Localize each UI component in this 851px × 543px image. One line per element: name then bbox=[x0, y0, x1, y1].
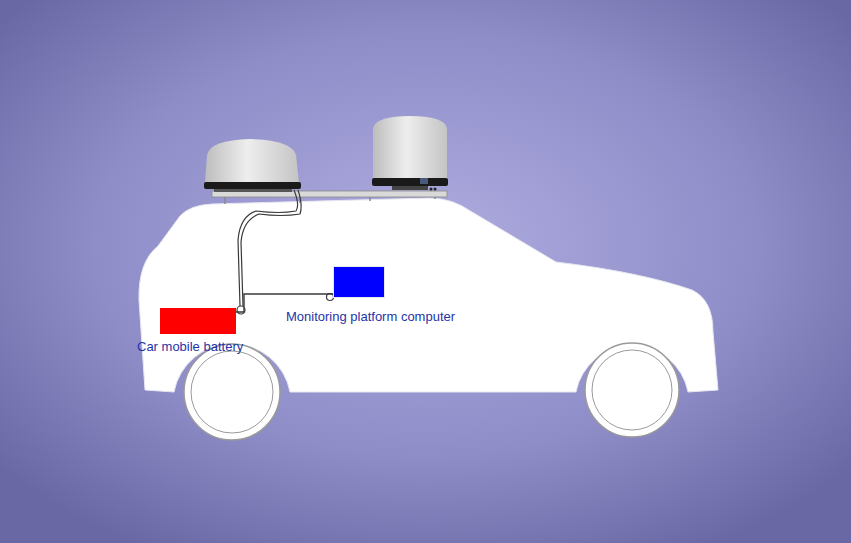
node-label: Car mobile battery bbox=[137, 339, 243, 354]
battery-box: Car mobile battery bbox=[160, 308, 236, 334]
dome-antenna bbox=[372, 116, 448, 191]
antenna-cable bbox=[238, 190, 301, 306]
computer-screen: Monitoring platform computer bbox=[333, 266, 385, 298]
dome-antenna bbox=[204, 139, 301, 192]
node-label: Monitoring platform computer bbox=[286, 309, 455, 324]
roof-rack bbox=[212, 191, 447, 204]
rear-wheel bbox=[184, 344, 280, 440]
front-wheel bbox=[585, 343, 679, 437]
